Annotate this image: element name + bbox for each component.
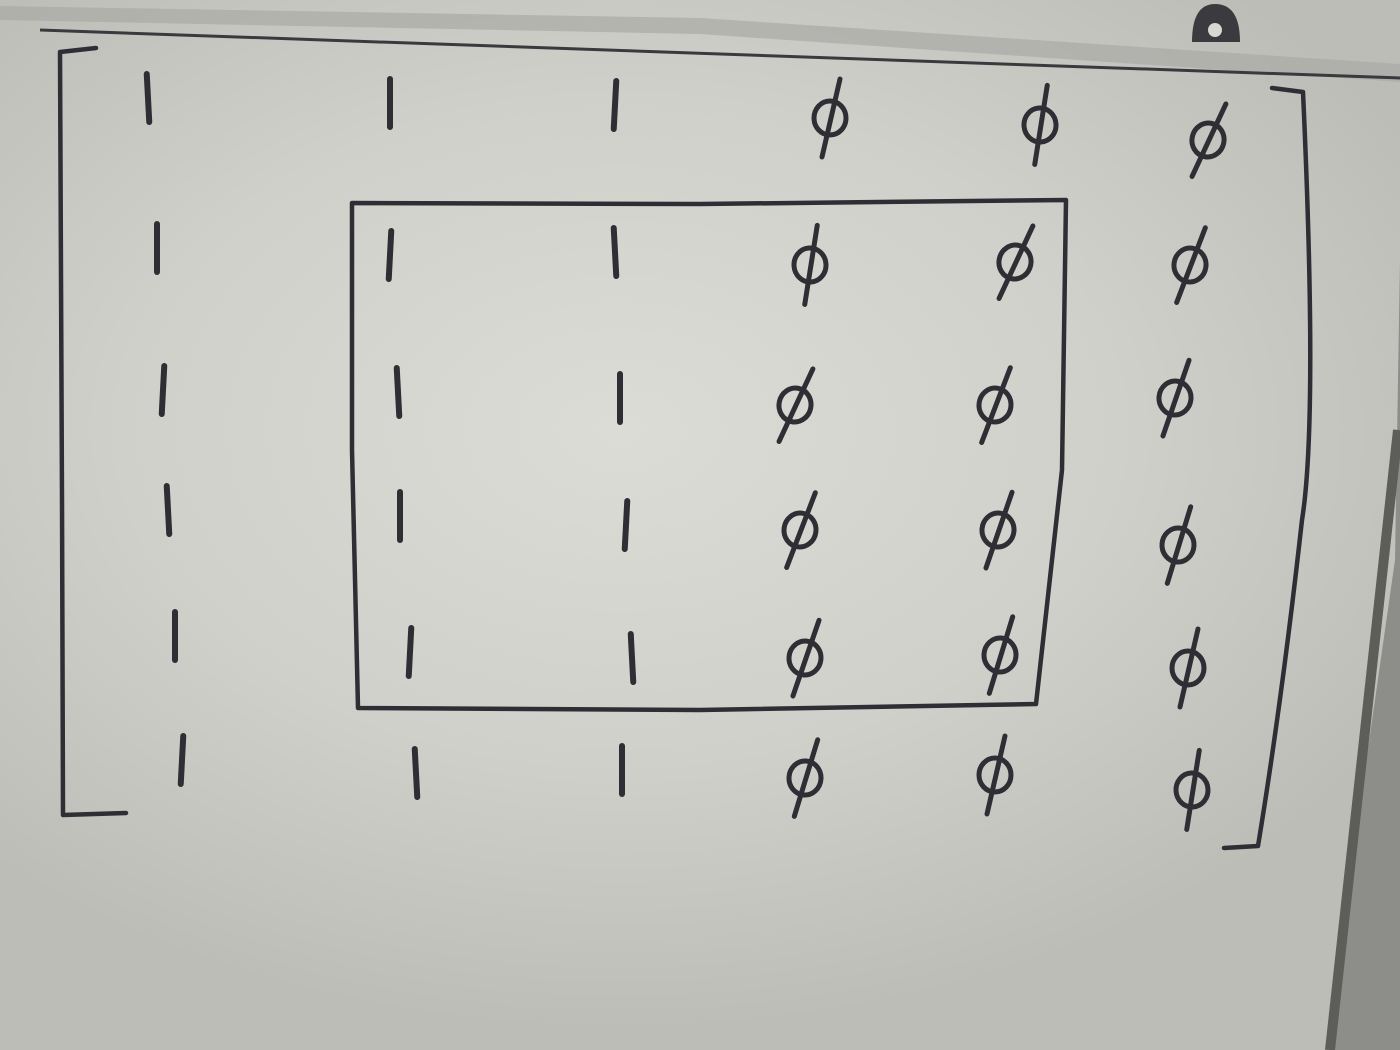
phi-symbol	[1158, 623, 1218, 713]
phi-symbol	[1160, 220, 1220, 310]
phi-symbol	[775, 733, 835, 823]
phi-symbol	[770, 485, 830, 575]
digit-one-stroke	[154, 221, 160, 275]
board-top-rail	[0, 6, 1400, 82]
phi-symbol	[985, 217, 1045, 307]
board-right-edge	[1325, 260, 1400, 1050]
phi-symbol	[1148, 500, 1208, 590]
digit-one-stroke	[387, 76, 393, 130]
phi-symbol	[1162, 745, 1222, 835]
phi-symbol	[1010, 80, 1070, 170]
digit-one-stroke	[617, 371, 623, 425]
digit-one-stroke	[172, 609, 178, 663]
phi-symbol	[765, 360, 825, 450]
phi-symbol	[965, 360, 1025, 450]
phi-symbol	[1145, 353, 1205, 443]
phi-symbol	[780, 220, 840, 310]
board-clip	[1192, 4, 1240, 42]
phi-symbol	[965, 730, 1025, 820]
right-bracket	[1221, 85, 1313, 851]
digit-one-stroke	[619, 743, 625, 797]
phi-symbol	[970, 610, 1030, 700]
phi-symbol	[968, 485, 1028, 575]
digit-one-stroke	[397, 489, 403, 543]
phi-symbol	[800, 73, 860, 163]
phi-symbol	[775, 613, 835, 703]
submatrix-box	[349, 197, 1069, 713]
left-bracket	[57, 45, 129, 818]
phi-symbol	[1178, 95, 1238, 185]
